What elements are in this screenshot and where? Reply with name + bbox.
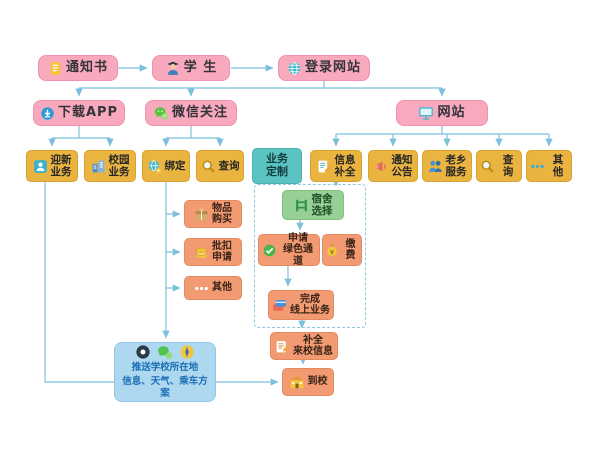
node-login-website: 登录网站 <box>278 55 370 81</box>
node-item-purchase: 物品 购买 <box>184 200 242 228</box>
school-building-icon <box>289 374 305 390</box>
form-pencil-icon <box>317 159 332 174</box>
node-student: 学 生 <box>152 55 230 81</box>
node-info-completion: 信息 补全 <box>310 150 362 182</box>
node-label: 查询 <box>218 159 240 172</box>
push-info-line1: 推送学校所在地 <box>131 362 199 374</box>
node-website: 网站 <box>396 100 488 126</box>
people-icon <box>428 159 443 174</box>
node-welcome-business: 迎新 业务 <box>26 150 78 182</box>
node-business-customization: 业务 定制 <box>252 148 302 184</box>
green-check-icon <box>262 243 277 258</box>
node-green-channel-application: 申请 绿色通道 <box>258 232 320 267</box>
node-label: 物品 购买 <box>212 202 232 226</box>
node-label: 业务 定制 <box>266 152 288 178</box>
app-download-icon <box>40 106 55 121</box>
person-badge-icon <box>33 159 48 174</box>
globe-icon <box>287 61 302 76</box>
node-label: 到校 <box>307 376 328 388</box>
node-label: 老乡 服务 <box>445 153 467 178</box>
wechat-icon <box>154 106 169 121</box>
push-info-card: 推送学校所在地 信息、天气、乘车方案 <box>114 342 216 402</box>
node-label: 网站 <box>437 104 466 120</box>
node-batch-deduction: 批扣 申请 <box>184 238 242 266</box>
node-label: 绑定 <box>164 159 186 172</box>
document-icon <box>48 61 63 76</box>
node-label: 缴费 <box>345 238 356 262</box>
student-icon <box>165 60 181 76</box>
node-dorm-selection: 宿舍 选择 <box>282 190 344 220</box>
node-label: 信息 补全 <box>334 153 356 178</box>
app-circle-icon <box>135 344 151 360</box>
chat-bubbles-icon <box>157 344 173 360</box>
monitor-icon <box>418 105 434 121</box>
magnifier-icon <box>201 159 216 174</box>
push-icons-row <box>135 344 195 360</box>
node-label: 申请 绿色通道 <box>283 232 313 267</box>
node-label: 下载APP <box>57 104 119 120</box>
node-finish-online-business: 完成 线上业务 <box>268 290 334 320</box>
node-label: 登录网站 <box>304 59 361 75</box>
node-label: 通知 公告 <box>391 153 413 178</box>
node-hometown-service: 老乡 服务 <box>422 150 472 182</box>
online-business-group <box>254 184 366 328</box>
ellipsis-dots-icon <box>530 159 545 174</box>
node-label: 迎新 业务 <box>50 153 72 178</box>
megaphone-icon <box>374 159 389 174</box>
node-label: 宿舍 选择 <box>311 192 333 217</box>
node-complete-arrival-info: 补全 来校信息 <box>270 332 338 360</box>
node-label: 补全 来校信息 <box>293 334 333 358</box>
node-label: 通知书 <box>65 59 108 75</box>
node-campus-business: 校园 业务 <box>84 150 136 182</box>
cards-icon <box>272 298 287 313</box>
package-box-icon <box>194 207 209 222</box>
node-label: 其他 <box>212 282 232 294</box>
node-label: 查询 <box>502 153 514 178</box>
node-label: 学 生 <box>183 59 218 75</box>
node-site-other: 其他 <box>526 150 572 182</box>
globe-link-icon <box>147 159 162 174</box>
bunk-bed-icon <box>294 198 309 213</box>
node-arrive-at-school: 到校 <box>282 368 334 396</box>
buildings-icon <box>91 159 106 174</box>
node-wechat-follow: 微信关注 <box>145 100 237 126</box>
node-site-query: 查询 <box>476 150 522 182</box>
node-label: 校园 业务 <box>108 153 130 178</box>
node-bind: 绑定 <box>142 150 190 182</box>
money-bag-icon <box>325 243 339 257</box>
push-info-line2: 信息、天气、乘车方案 <box>122 376 208 399</box>
node-label: 微信关注 <box>171 104 228 120</box>
node-payment: 缴费 <box>322 234 362 266</box>
node-wechat-query: 查询 <box>196 150 244 182</box>
node-custom-other: 其他 <box>184 276 242 300</box>
node-download-app: 下载APP <box>33 100 125 126</box>
node-label: 其他 <box>552 153 564 178</box>
node-notification-letter: 通知书 <box>38 55 118 81</box>
magnifier-icon <box>480 159 495 174</box>
node-label: 完成 线上业务 <box>290 293 330 317</box>
compass-icon <box>179 344 195 360</box>
node-label: 批扣 申请 <box>212 240 232 264</box>
ellipsis-dots-icon <box>194 281 209 296</box>
node-notice-announcements: 通知 公告 <box>368 150 418 182</box>
coins-icon <box>194 245 209 260</box>
form-pencil-icon <box>275 339 290 354</box>
